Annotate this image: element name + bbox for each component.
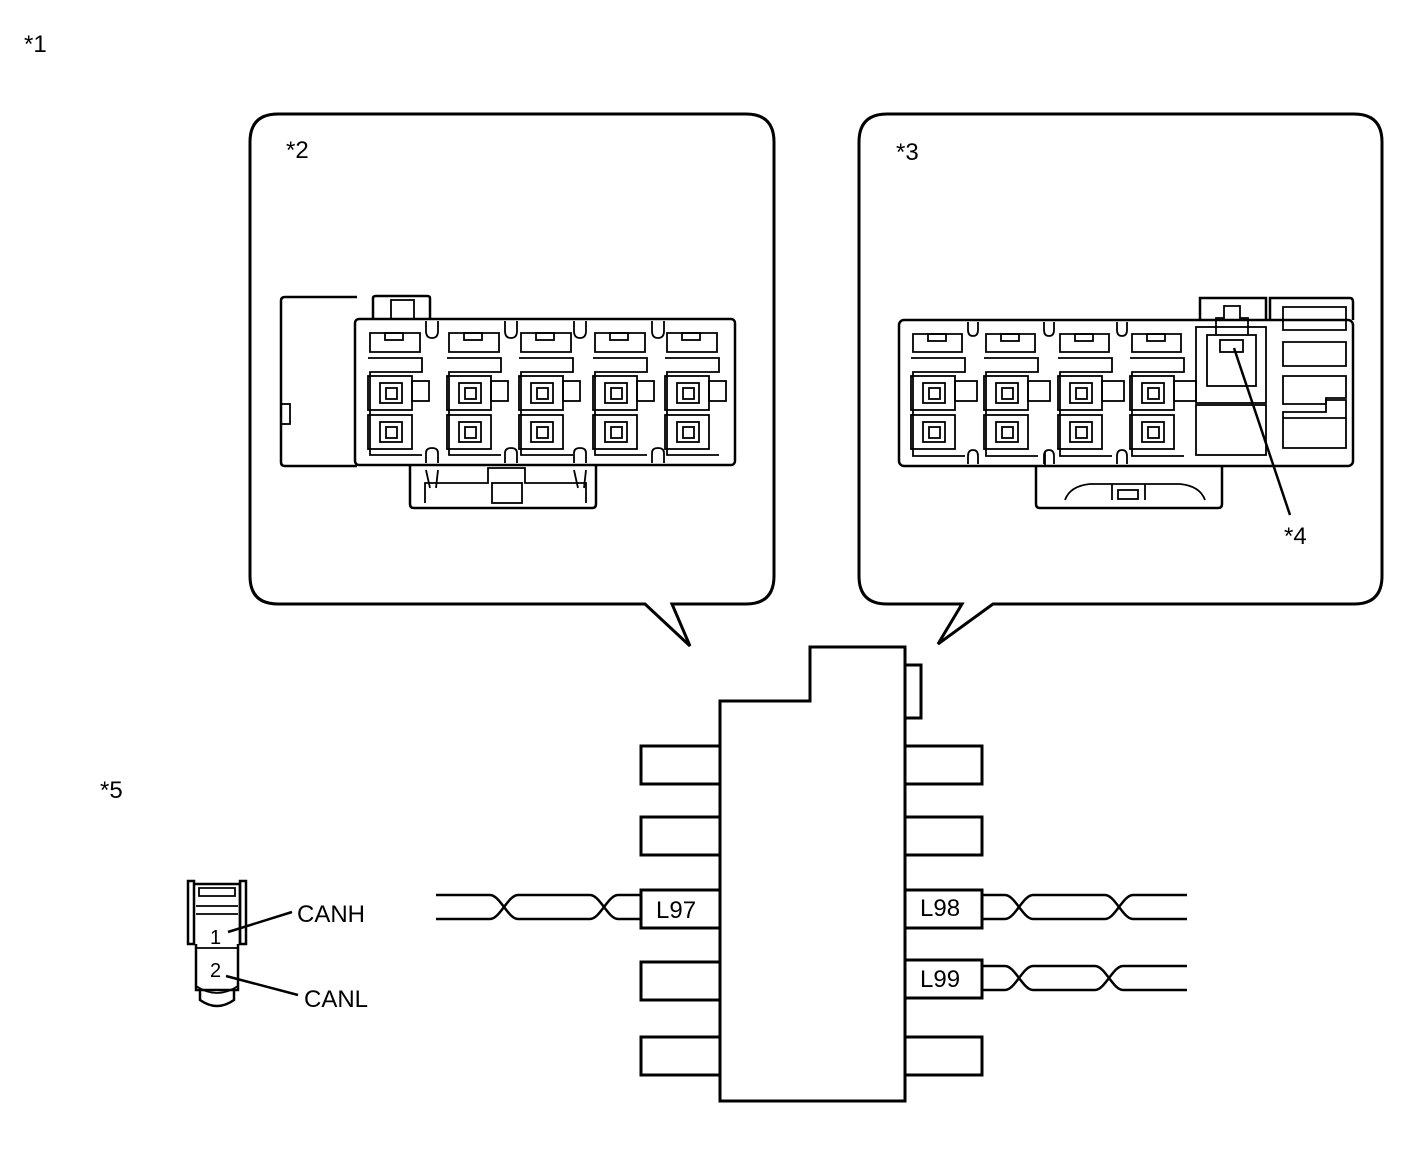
pin-2-number: 2 xyxy=(210,960,221,982)
terminal-right-2 xyxy=(903,815,984,857)
callout-3: *3 xyxy=(896,139,919,166)
wire-label-left: L97 xyxy=(656,897,696,924)
twisted-pair-left xyxy=(436,893,641,921)
terminal-left-1 xyxy=(639,744,722,786)
terminal-right-4 xyxy=(903,958,984,1000)
side-blocks xyxy=(1282,306,1347,449)
leader-canl xyxy=(225,974,299,997)
connector-face-10-pin xyxy=(279,294,737,510)
terminal-left-3 xyxy=(639,888,722,930)
twisted-pair-right-bottom xyxy=(982,964,1187,992)
pin-2-label: CANL xyxy=(304,986,368,1013)
wire-label-right-bottom: L99 xyxy=(920,966,960,993)
wire-label-right-top: L98 xyxy=(920,895,960,922)
connector-view-bubble-3: *3 xyxy=(857,112,1384,646)
terminal-left-5 xyxy=(639,1035,722,1077)
terminal-right-3 xyxy=(903,888,984,930)
connector-face-8-pin xyxy=(897,296,1355,510)
junction-connector: L97 L98 L99 xyxy=(639,645,984,1103)
pin-1-number: 1 xyxy=(210,927,221,949)
cavity-column xyxy=(367,332,430,456)
callout-2: *2 xyxy=(286,137,309,164)
leader-line-4 xyxy=(1232,347,1292,516)
terminal-left-4 xyxy=(639,960,722,1002)
callout-1: *1 xyxy=(24,31,47,58)
pin-1-label: CANH xyxy=(297,901,365,928)
terminal-pin-drawing: 1 2 xyxy=(186,879,248,1008)
terminal-right-5 xyxy=(903,1035,984,1077)
leader-canh xyxy=(227,910,293,934)
cavity-column xyxy=(910,333,978,457)
twisted-pair-right-top xyxy=(982,893,1187,921)
terminal-left-2 xyxy=(639,815,722,857)
connector-view-bubble-2: *2 xyxy=(248,112,776,648)
callout-5: *5 xyxy=(100,777,123,804)
special-cavity xyxy=(1195,305,1267,456)
terminal-right-1 xyxy=(903,744,984,786)
callout-4: *4 xyxy=(1284,523,1307,550)
